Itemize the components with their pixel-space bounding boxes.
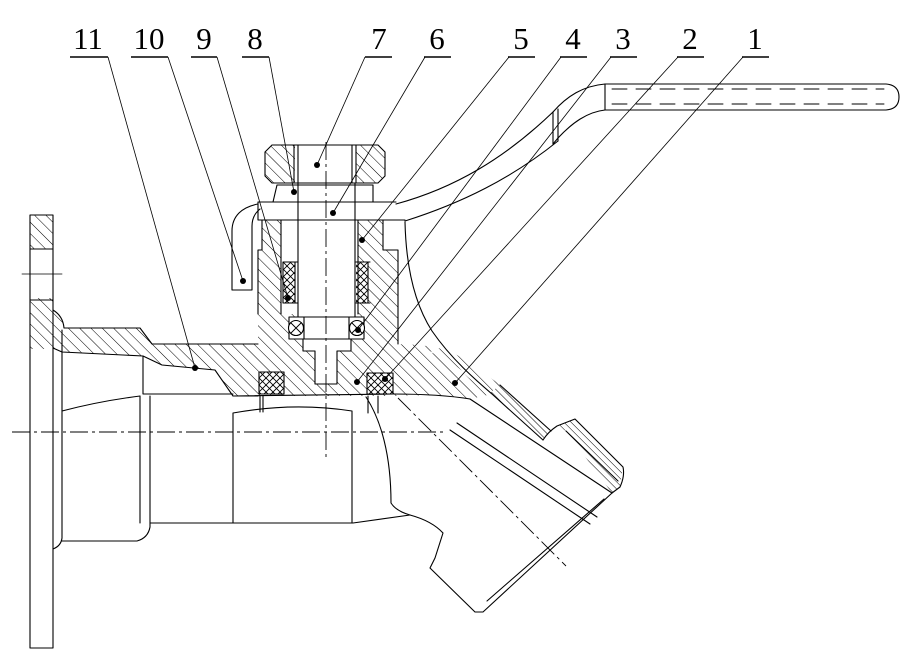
flange-boss-edge [52,329,63,550]
stem-o-rings [287,319,366,337]
cavity-top-edge [232,393,471,400]
part-number-label: 7 [371,21,387,56]
handle-hidden-lines [611,88,885,105]
outline-layer [21,83,900,649]
stem-neck-cutout [303,339,351,351]
ball-outline [232,406,353,524]
stem-tang-outline [302,338,352,385]
part-number-label: 3 [615,21,631,56]
body-right-silhouette [404,221,544,441]
nut-bore-cutout [295,145,356,183]
leader-dot [192,365,198,371]
leader-dot [452,380,458,386]
stem-flange-cutout [289,317,364,339]
leader-dot [359,237,365,243]
part-number-label: 6 [429,21,445,56]
leader-line [384,56,679,380]
thread-band-inner-edges [499,384,619,482]
stem-shaft-edges [297,182,356,318]
leader-line [454,56,744,384]
leader-line [107,56,196,369]
bonnet-left-wall-hatch [258,220,281,314]
part-number-label: 8 [247,21,263,56]
centerlines [12,142,567,567]
bonnet-left-outline [257,219,282,315]
nozzle-mouth-outline [409,492,613,613]
leader-line [167,56,244,282]
o-ring-left-cross [290,322,302,334]
right-seat-ring [367,373,393,394]
part-number-label: 10 [134,21,165,56]
bonnet-right-outline [357,219,399,345]
part-number-label: 1 [747,21,763,56]
leader-dot [355,327,361,333]
body-top-edge [52,309,259,345]
inlet-bore-lines [61,355,234,412]
left-packing-edges [282,261,299,304]
leader-line [361,56,510,241]
leader-dot [330,210,336,216]
outlet-axis-centerline [397,397,567,567]
leader-line [268,56,295,193]
leader-line [356,56,612,383]
left-seat-ring [259,372,284,394]
stem-nut-outline [264,144,386,184]
outlet-thread-collar [557,419,623,493]
leader-line [357,56,562,331]
leader-dot [291,189,297,195]
handle-grip-outline [604,83,900,111]
handle-bend-curves [552,83,606,145]
wall-flange-outline [29,214,54,649]
leader-dot [285,295,291,301]
stop-bracket-outline [231,203,261,291]
body-top-wall-hatch [53,310,258,396]
part-number-label: 5 [513,21,529,56]
left-seat-outline [258,371,285,395]
seat-sleeve-edges [259,395,379,414]
nozzle-bore-lines [449,398,613,602]
flange-bolt-hole-edges [29,248,54,301]
leader-line [316,56,366,166]
flange-hatch-top [30,215,53,249]
boss-bottom-face [61,526,151,542]
collar-outline [542,418,625,494]
washer-outline [272,184,374,203]
right-stem-packing [356,262,368,303]
leader-line [332,56,426,214]
part-number-label: 9 [196,21,212,56]
flange-hatch-mid [30,298,53,349]
handle-arm-curves [395,111,559,222]
body-right-swell-hatch [398,344,492,399]
leader-line [216,56,289,299]
left-stem-packing [283,262,295,303]
nozzle-thread-band [490,385,551,440]
body-bottom-edge [149,514,411,524]
part-number-label: 4 [565,21,581,56]
ball-right-silhouette [365,396,411,516]
handle [395,83,900,222]
part-number-label: 11 [73,21,103,56]
right-packing-edges [355,261,371,304]
nut-bore-edges [293,144,357,184]
part-number-label: 2 [682,21,698,56]
leader-dot [240,278,246,284]
stem-shaft-cutout [298,183,355,317]
leader-dot [314,162,320,168]
leader-dot [382,376,388,382]
inlet-bore-step-edges [139,395,151,528]
leader-dot [354,379,360,385]
